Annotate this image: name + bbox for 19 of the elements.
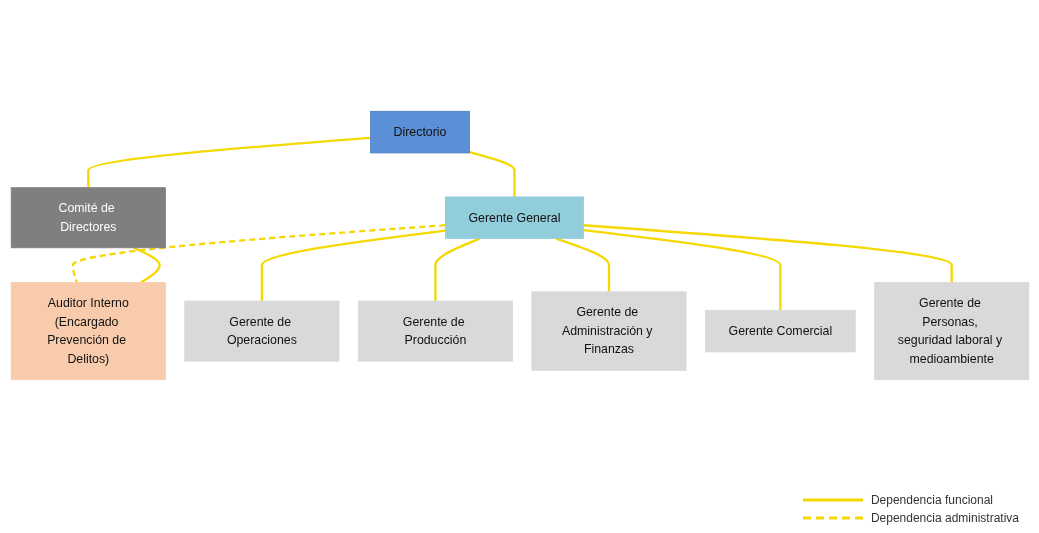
connector [583, 223, 953, 283]
legend-label: Dependencia administrativa [870, 511, 1019, 525]
node-box: Gerente de Personas, seguridad laboral y medioambiente [873, 281, 1029, 380]
connector [433, 237, 480, 301]
node-box: Gerente de Producción [357, 300, 513, 362]
node-box: Directorio [369, 110, 470, 153]
connector [468, 150, 516, 197]
legend-label: Dependencia funcional [870, 493, 993, 507]
connector [71, 223, 445, 283]
connector [582, 228, 781, 310]
node-box: Gerente de Operaciones [183, 300, 339, 362]
connector [132, 246, 161, 283]
connector [260, 229, 446, 301]
node-box: Auditor Interno (Encargado Prevención de Delitos) [10, 281, 166, 380]
connector [86, 136, 371, 188]
node-box: Gerente de Administración y Finanzas [530, 290, 686, 371]
node-box: Gerente General [444, 196, 584, 239]
node-box: Comité de Directores [10, 186, 166, 248]
node-box: Gerente Comercial [704, 309, 856, 352]
